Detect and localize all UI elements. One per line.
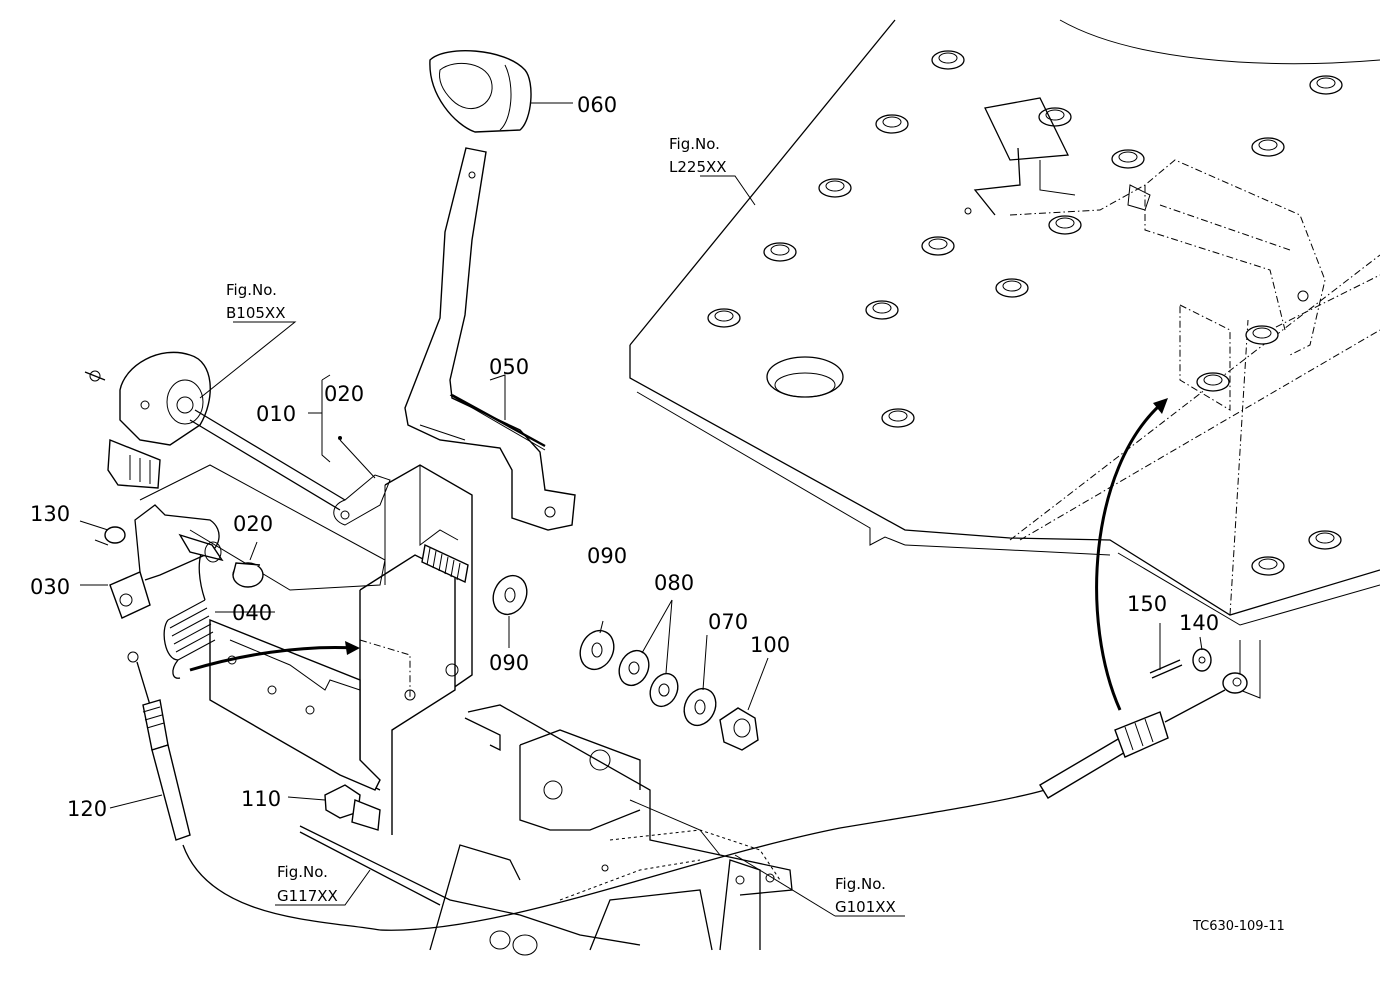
fig-ref-g117-title: Fig.No.	[277, 863, 328, 881]
figure-references: Fig.No. L225XX Fig.No. B105XX Fig.No. G1…	[226, 135, 896, 916]
floor-plate	[629, 19, 1380, 699]
leader-lines	[79, 102, 1203, 917]
label-100: 100	[750, 633, 790, 657]
label-090-upper: 090	[587, 544, 627, 568]
label-050: 050	[489, 355, 529, 379]
lever-knob	[429, 50, 532, 133]
label-090-lower: 090	[489, 651, 529, 675]
washer-070	[683, 687, 717, 727]
floor-bracket	[209, 618, 411, 791]
drawing-code: TC630-109-11	[1192, 919, 1285, 934]
label-080: 080	[654, 571, 694, 595]
assembly-arrow-left	[189, 641, 360, 672]
label-140: 140	[1179, 611, 1219, 635]
main-bracket	[333, 464, 473, 835]
lever-grip-line	[451, 393, 546, 448]
fig-ref-b105-number: B105XX	[226, 304, 285, 322]
label-070: 070	[708, 610, 748, 634]
washer-080-b	[649, 672, 679, 708]
label-020-lower: 020	[233, 512, 273, 536]
label-010: 010	[256, 402, 296, 426]
fig-ref-b105-title: Fig.No.	[226, 281, 277, 299]
washer-090-upper	[492, 574, 528, 616]
assembly-arrow-right	[1095, 398, 1168, 711]
label-150: 150	[1127, 592, 1167, 616]
clip-bracket	[109, 504, 224, 619]
label-060: 060	[577, 93, 617, 117]
nut-100	[719, 707, 759, 751]
plate-bosses	[707, 50, 1343, 576]
label-120: 120	[67, 797, 107, 821]
label-040: 040	[232, 601, 272, 625]
fig-ref-l225-number: L225XX	[669, 158, 727, 176]
shift-lever	[404, 147, 576, 531]
washer-090-lower	[579, 629, 615, 671]
label-030: 030	[30, 575, 70, 599]
sensor-to-bracket-outline	[139, 464, 386, 591]
bolt-110	[324, 784, 381, 831]
cable-end-right	[1039, 648, 1248, 799]
fig-ref-l225-title: Fig.No.	[669, 135, 720, 153]
screw-130	[94, 526, 126, 546]
washer-080-a	[618, 649, 650, 687]
potentiometer-sensor	[84, 351, 211, 489]
part-number-labels: 060 050 010 020 020 130 030 040 090 090 …	[30, 93, 1219, 821]
fig-ref-g101-number: G101XX	[835, 898, 896, 916]
sensor-shaft-link	[189, 409, 346, 511]
fig-ref-g117-number: G117XX	[277, 887, 338, 905]
label-110: 110	[241, 787, 281, 811]
label-130: 130	[30, 502, 70, 526]
collar	[232, 562, 264, 588]
label-020-upper: 020	[324, 382, 364, 406]
lower-frame	[299, 704, 793, 956]
cable-120	[127, 651, 1046, 931]
fig-ref-g101-title: Fig.No.	[835, 875, 886, 893]
return-spring	[163, 544, 216, 679]
